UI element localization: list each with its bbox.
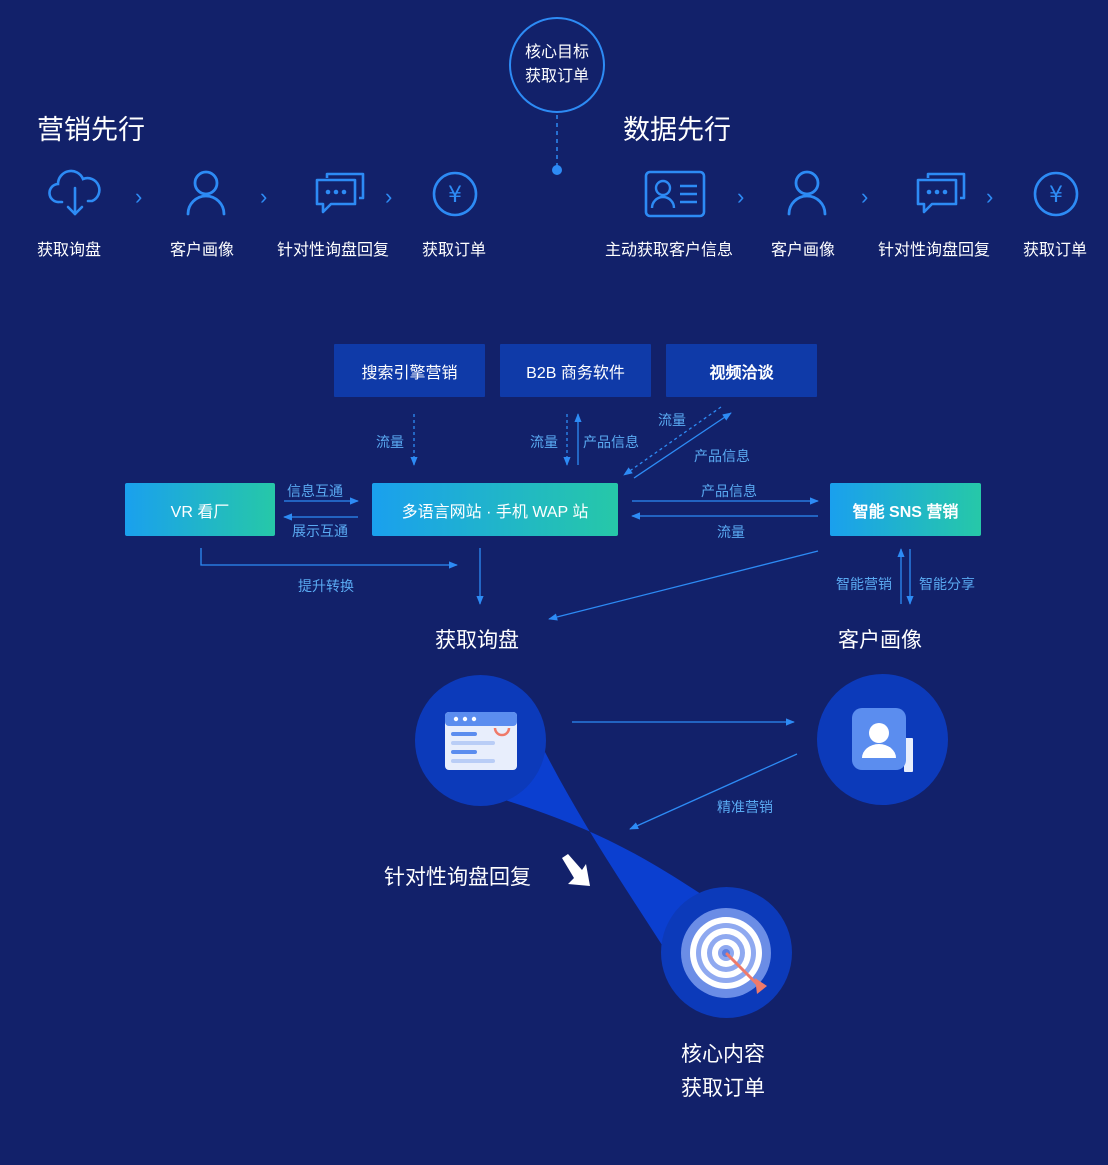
vr-factory-box: VR 看厂 xyxy=(125,483,275,536)
pointer-arrow-icon xyxy=(562,854,590,886)
funnel-ribbon xyxy=(505,752,710,945)
right-step-label: 主动获取客户信息 xyxy=(605,242,734,259)
core-content-label: 核心内容 获取订单 xyxy=(681,1038,765,1106)
target-icon xyxy=(681,908,771,998)
right-step-label: 针对性询盘回复 xyxy=(878,242,991,259)
core-goal-badge: 核心目标 获取订单 xyxy=(509,17,605,113)
left-step-label: 针对性询盘回复 xyxy=(277,242,390,259)
smart-sns-box: 智能 SNS 营销 xyxy=(830,483,981,536)
right-step-label: 获取订单 xyxy=(1023,242,1088,259)
multilingual-website-box: 多语言网站 · 手机 WAP 站 xyxy=(372,483,618,536)
chat-bubbles-icon xyxy=(315,172,365,214)
chevron-right-icon: › xyxy=(861,184,869,209)
core-goal-line1: 核心目标 xyxy=(524,44,589,61)
left-step-label: 客户画像 xyxy=(170,242,235,259)
precise-marketing-label: 精准营销 xyxy=(717,799,773,815)
info-exchange-label: 信息互通 xyxy=(287,483,343,499)
core-content-line2: 获取订单 xyxy=(681,1077,765,1100)
product-info-label: 产品信息 xyxy=(701,483,757,499)
traffic-label: 流量 xyxy=(658,412,686,428)
user-icon xyxy=(787,170,827,216)
id-card-icon xyxy=(644,170,706,218)
core-content-line1: 核心内容 xyxy=(681,1043,765,1066)
chevron-right-icon: › xyxy=(986,184,994,209)
improve-conversion-label: 提升转换 xyxy=(298,578,354,594)
inquiry-node-label: 获取询盘 xyxy=(435,629,519,652)
profile-node-label: 客户画像 xyxy=(838,629,922,652)
traffic-label: 流量 xyxy=(376,434,404,450)
connector-dot xyxy=(552,165,562,175)
core-goal-line2: 获取订单 xyxy=(524,68,589,85)
right-step-label: 客户画像 xyxy=(771,242,836,259)
yuan-circle-icon: ¥ xyxy=(432,171,478,217)
browser-window-icon xyxy=(445,712,517,770)
cloud-download-icon xyxy=(48,169,101,216)
left-section-title: 营销先行 xyxy=(37,115,145,145)
video-negotiation-box: 视频洽谈 xyxy=(666,344,817,397)
chevron-right-icon: › xyxy=(260,184,268,209)
user-icon xyxy=(186,170,226,216)
search-engine-marketing-box: 搜索引擎营销 xyxy=(334,344,485,397)
svg-text:¥: ¥ xyxy=(1049,183,1063,208)
yuan-circle-icon: ¥ xyxy=(1033,171,1079,217)
chevron-right-icon: › xyxy=(737,184,745,209)
traffic-label: 流量 xyxy=(530,434,558,450)
b2b-software-box: B2B 商务软件 xyxy=(500,344,651,397)
left-step-label: 获取订单 xyxy=(422,242,487,259)
smart-marketing-label: 智能营销 xyxy=(836,576,892,592)
smart-sharing-label: 智能分享 xyxy=(919,576,975,592)
left-step-label: 获取询盘 xyxy=(37,242,102,259)
svg-text:¥: ¥ xyxy=(448,183,462,208)
chat-bubbles-icon xyxy=(916,172,966,214)
traffic-label: 流量 xyxy=(717,524,745,540)
right-section-title: 数据先行 xyxy=(623,115,731,145)
chevron-right-icon: › xyxy=(135,184,143,209)
chevron-right-icon: › xyxy=(385,184,393,209)
reply-node-label: 针对性询盘回复 xyxy=(384,866,531,889)
display-exchange-label: 展示互通 xyxy=(292,523,348,539)
product-info-label: 产品信息 xyxy=(694,448,750,464)
contact-book-icon xyxy=(852,708,913,772)
product-info-label: 产品信息 xyxy=(583,434,639,450)
